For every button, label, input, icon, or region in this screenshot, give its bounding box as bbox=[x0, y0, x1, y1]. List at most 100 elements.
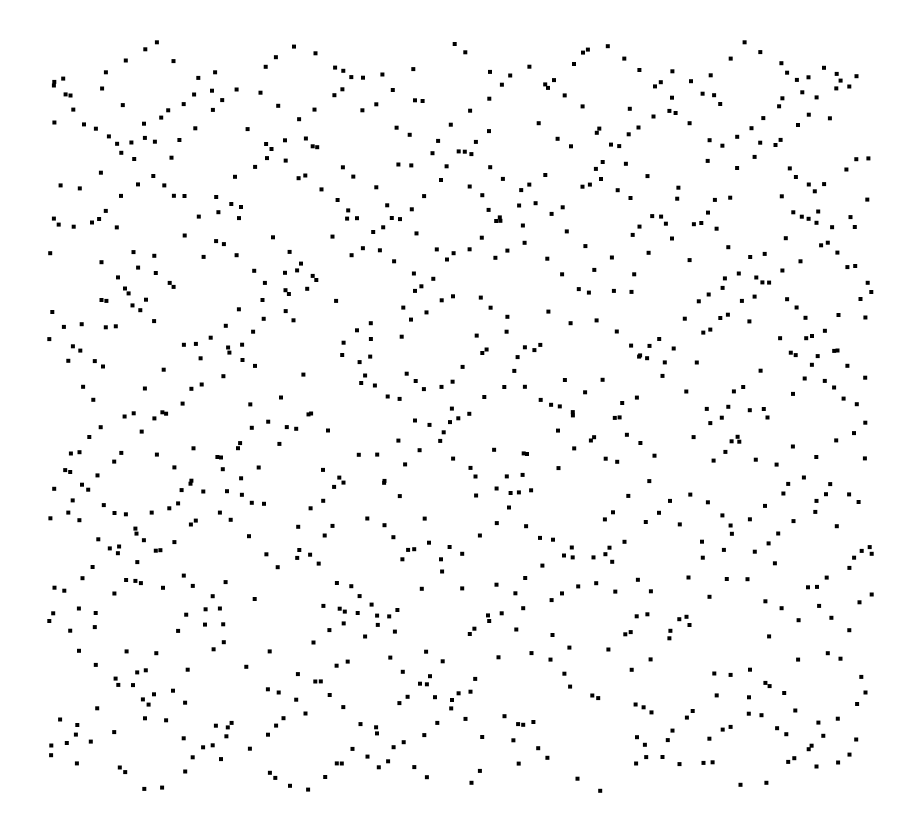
dot bbox=[627, 106, 632, 111]
dot bbox=[814, 764, 819, 769]
dot bbox=[360, 246, 365, 251]
dot bbox=[434, 247, 439, 252]
dot bbox=[58, 717, 63, 722]
dot bbox=[682, 316, 687, 321]
dot bbox=[516, 490, 521, 495]
dot bbox=[210, 107, 215, 112]
dot bbox=[720, 285, 725, 290]
dot bbox=[822, 182, 827, 187]
dot bbox=[493, 255, 498, 260]
dot bbox=[80, 576, 85, 581]
dot bbox=[201, 254, 206, 259]
dot bbox=[699, 221, 704, 225]
dot bbox=[694, 360, 699, 365]
dot bbox=[763, 599, 768, 604]
dot bbox=[650, 214, 655, 219]
dot bbox=[239, 492, 244, 497]
dot bbox=[779, 606, 784, 611]
dot bbox=[570, 555, 575, 560]
dot bbox=[778, 137, 783, 142]
dot bbox=[522, 240, 527, 245]
dot bbox=[718, 102, 723, 106]
dot bbox=[783, 236, 788, 241]
dot bbox=[614, 329, 619, 334]
dot bbox=[449, 706, 454, 711]
dot bbox=[261, 316, 266, 321]
dot bbox=[119, 450, 124, 455]
dot bbox=[758, 368, 763, 373]
dot bbox=[462, 149, 467, 154]
dot bbox=[822, 328, 827, 333]
dot bbox=[591, 555, 596, 560]
dot bbox=[523, 576, 528, 580]
dot bbox=[401, 740, 406, 745]
dot bbox=[494, 521, 499, 526]
dot bbox=[234, 253, 239, 258]
dot bbox=[834, 438, 839, 443]
dot bbox=[847, 752, 852, 757]
dot bbox=[599, 177, 603, 181]
dot bbox=[181, 573, 186, 578]
dot bbox=[706, 292, 711, 297]
dot bbox=[677, 762, 682, 767]
dot bbox=[88, 739, 93, 744]
dot bbox=[424, 682, 429, 687]
dot bbox=[180, 401, 185, 406]
dot bbox=[572, 446, 577, 451]
dot bbox=[448, 420, 452, 425]
dot bbox=[61, 76, 66, 81]
dot bbox=[844, 167, 849, 172]
dot bbox=[267, 770, 272, 775]
dot bbox=[337, 606, 342, 611]
dot bbox=[214, 239, 219, 244]
dot bbox=[814, 95, 819, 100]
dot bbox=[806, 585, 810, 590]
dot bbox=[594, 130, 599, 135]
dot bbox=[670, 69, 675, 74]
dot bbox=[791, 519, 796, 524]
dot bbox=[701, 760, 706, 765]
dot bbox=[91, 397, 96, 402]
dot bbox=[409, 163, 414, 168]
dot bbox=[358, 722, 363, 727]
dot bbox=[99, 260, 104, 265]
dot bbox=[48, 251, 53, 256]
dot bbox=[107, 546, 112, 551]
dot bbox=[164, 411, 169, 416]
dot bbox=[382, 480, 387, 485]
dot bbox=[193, 518, 198, 523]
dot bbox=[623, 632, 628, 637]
dot bbox=[865, 197, 870, 202]
dot bbox=[124, 649, 129, 654]
dot bbox=[726, 404, 731, 409]
dot bbox=[636, 125, 641, 130]
dot bbox=[626, 493, 631, 498]
dot bbox=[123, 286, 127, 291]
dot bbox=[473, 139, 478, 144]
dot bbox=[847, 84, 852, 89]
dot bbox=[802, 376, 807, 381]
dot bbox=[863, 690, 868, 695]
dot bbox=[75, 723, 80, 727]
dot bbox=[62, 588, 67, 593]
dot bbox=[796, 657, 801, 662]
dot bbox=[587, 182, 592, 187]
dot bbox=[854, 157, 859, 162]
dot bbox=[632, 272, 637, 277]
dot bbox=[252, 597, 257, 601]
dot bbox=[176, 628, 181, 633]
dot bbox=[133, 578, 138, 583]
dot bbox=[689, 79, 693, 84]
dot bbox=[134, 531, 139, 536]
dot bbox=[634, 395, 639, 400]
dot bbox=[58, 183, 63, 188]
dot bbox=[665, 738, 670, 743]
dot bbox=[763, 503, 767, 508]
dot bbox=[92, 625, 97, 630]
dot bbox=[334, 581, 339, 585]
dot bbox=[422, 516, 427, 521]
dot bbox=[340, 353, 345, 357]
dot bbox=[767, 634, 772, 639]
dot bbox=[66, 358, 71, 363]
dot bbox=[806, 216, 811, 221]
